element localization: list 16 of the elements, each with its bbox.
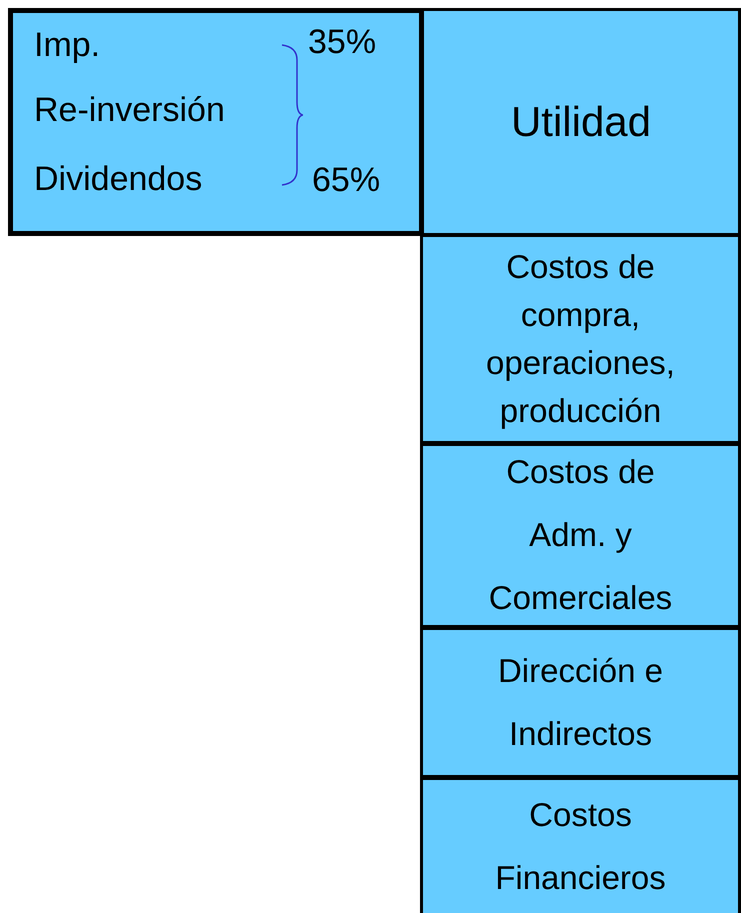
table-cell [421,8,741,236]
percentage-label: 65% [312,163,380,197]
cell-heading: Utilidad [510,96,652,147]
table-cell [8,8,424,236]
cell-text: Dirección e Indirectos [496,650,664,754]
table-cell [420,443,741,628]
cell-text: Costos de Adm. y Comerciales [488,452,674,618]
item-label: Dividendos [34,162,202,196]
cell-text: Costos Financieros [494,795,667,898]
table-cell [420,777,741,913]
cell-text: Costos de compra, operaciones, producción [485,247,676,431]
table-cell [420,234,741,444]
item-label: Re-inversión [34,93,225,127]
item-label: Imp. [34,28,100,62]
table-cell [420,627,741,778]
percentage-label: 35% [308,25,376,59]
